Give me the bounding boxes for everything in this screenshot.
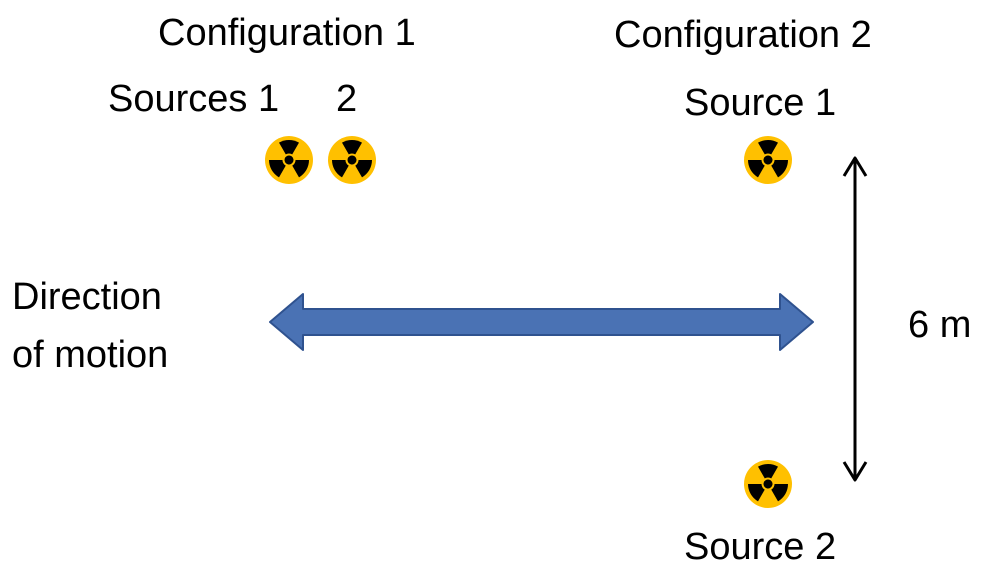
radiation-icon: [317, 127, 386, 195]
config1-source-two-label: 2: [336, 78, 358, 120]
radiation-icon: [733, 451, 802, 519]
config1-title: Configuration 1: [158, 12, 416, 54]
config2-source1-label: Source 1: [684, 82, 837, 124]
config2-source2-label: Source 2: [684, 526, 837, 568]
radiation-icon: [733, 127, 802, 195]
config1-sources-label: Sources 1: [108, 78, 280, 120]
config2-title: Configuration 2: [614, 14, 872, 56]
distance-arrow: [842, 156, 868, 482]
distance-label: 6 m: [908, 304, 972, 346]
radiation-icon: [254, 127, 323, 195]
motion-double-arrow: [269, 293, 814, 351]
motion-label-line1: Direction: [12, 276, 162, 318]
motion-label-line2: of motion: [12, 334, 169, 376]
